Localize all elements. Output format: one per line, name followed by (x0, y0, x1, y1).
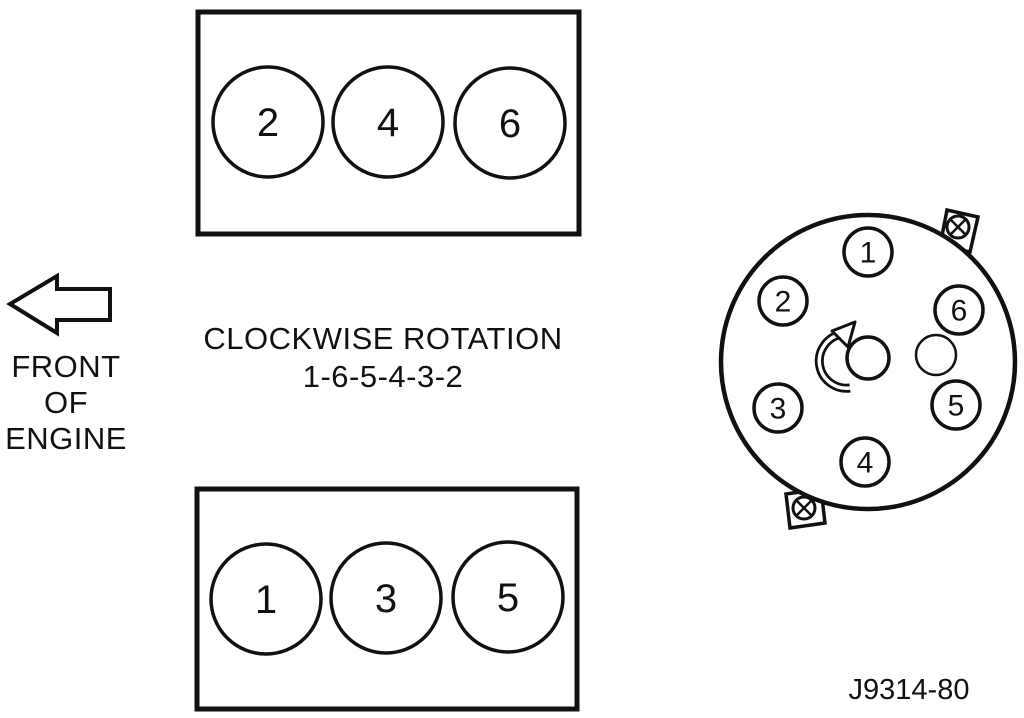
bottom-cylinder-bank: 1 3 5 (194, 486, 580, 712)
terminal-number: 1 (860, 237, 877, 270)
front-of-engine-indicator: FRONT OF ENGINE (5, 272, 127, 456)
terminal-circle-5 (930, 379, 982, 431)
top-cylinder-bank: 2 4 6 (195, 9, 582, 237)
cylinder-circle-3 (329, 541, 443, 655)
terminal-number: 4 (857, 447, 874, 480)
terminal-circle-3 (752, 382, 804, 434)
cylinder-circle-5 (451, 540, 565, 654)
distributor-cap: 1 2 6 3 5 4 (718, 207, 1018, 530)
cylinder-number: 3 (375, 577, 397, 621)
reference-code: J9314-80 (849, 674, 970, 706)
rotation-title: CLOCKWISE ROTATION (203, 321, 562, 356)
rotation-text-block: CLOCKWISE ROTATION 1-6-5-4-3-2 (203, 321, 562, 394)
terminal-number: 6 (951, 295, 968, 328)
cylinder-circle-6 (453, 66, 567, 180)
terminal-circle-1 (842, 226, 894, 278)
terminal-circle-6 (933, 284, 985, 336)
cylinder-number: 2 (257, 101, 279, 145)
cylinder-number: 6 (499, 102, 521, 146)
cylinder-number: 1 (255, 578, 277, 622)
front-label-line1: FRONT (11, 349, 120, 384)
terminal-circle-4 (839, 436, 891, 488)
cylinder-circle-2 (211, 65, 325, 179)
phillips-screw-icon-top-right (945, 214, 971, 240)
cylinder-number: 4 (377, 101, 399, 145)
front-direction-arrow-icon (6, 272, 112, 337)
front-label-line3: ENGINE (5, 421, 127, 456)
terminal-number: 2 (775, 286, 792, 319)
terminal-circle-2 (757, 275, 809, 327)
cylinder-number: 5 (497, 576, 519, 620)
clockwise-rotation-arrow-icon (814, 320, 857, 393)
cylinder-circle-4 (331, 65, 445, 179)
cylinder-circle-1 (209, 542, 323, 656)
phillips-screw-icon-bottom-left (791, 495, 817, 521)
terminal-number: 5 (948, 390, 965, 423)
terminal-number: 3 (770, 393, 787, 426)
firing-order: 1-6-5-4-3-2 (303, 359, 464, 394)
front-label-line2: OF (44, 385, 88, 420)
center-shaft-circle (845, 335, 891, 381)
blank-tower-circle (914, 333, 958, 377)
